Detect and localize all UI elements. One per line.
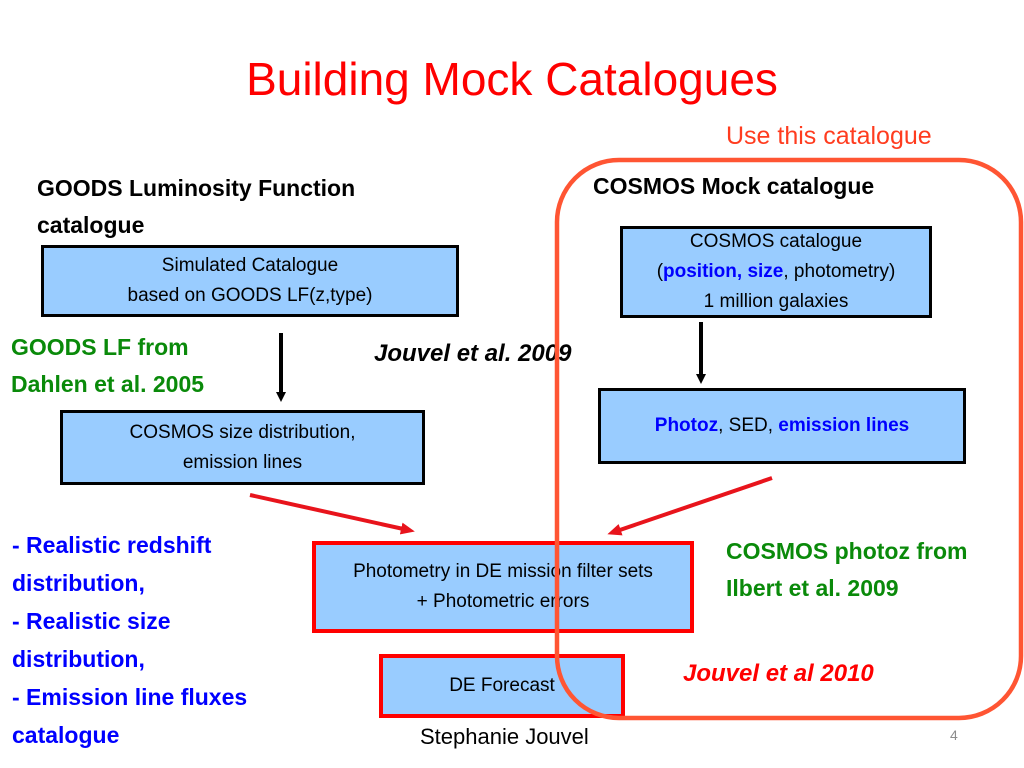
reference-2009: Jouvel et al. 2009 [374,340,572,367]
cosmos-mock-heading: COSMOS Mock catalogue [593,173,875,199]
simulated-catalogue-line1: Simulated Catalogue [161,255,339,276]
photometry-text: , photometry) [783,261,896,282]
cosmos-size-box: COSMOS size distribution, emission lines [60,410,425,485]
photometry-line2: + Photometric errors [416,591,590,612]
arrow-left-to-photometry [249,493,415,535]
goods-lf-note: GOODS LF from Dahlen et al. 2005 [11,329,204,403]
arrow-right-to-photometry [607,476,773,536]
photometry-box: Photometry in DE mission filter sets + P… [312,541,694,633]
emission-lines-highlight: emission lines [778,415,910,436]
goods-heading-line1: GOODS Luminosity Function [37,175,356,201]
goods-lf-note-line1: GOODS LF from [11,334,189,360]
list-item: - Realistic redshift [12,532,212,558]
photoz-sed-line: Photoz, SED, emission lines [655,411,909,441]
goods-heading: GOODS Luminosity Function catalogue [37,170,355,244]
cosmos-catalogue-line1: COSMOS catalogue [689,231,863,252]
photoz-sed-box: Photoz, SED, emission lines [598,388,966,464]
paren-open: ( [656,261,664,282]
cosmos-catalogue-line3: 1 million galaxies [703,291,849,312]
use-this-catalogue-frame [554,157,1024,721]
use-catalogue-note: Use this catalogue [726,122,932,150]
cosmos-size-line1: COSMOS size distribution, [129,421,356,443]
photoz-highlight: Photoz [654,415,719,436]
cosmos-catalogue-box: COSMOS catalogue (position, size, photom… [620,226,932,318]
realism-list: - Realistic redshift distribution, - Rea… [12,526,247,754]
de-forecast-label: DE Forecast [449,675,555,696]
simulated-catalogue-box: Simulated Catalogue based on GOODS LF(z,… [41,245,459,317]
list-item: distribution, [12,646,145,672]
author-name: Stephanie Jouvel [420,724,589,749]
slide-title: Building Mock Catalogues [246,53,778,105]
position-size-highlight: position, size [663,261,784,282]
cosmos-photoz-note: COSMOS photoz from Ilbert et al. 2009 [726,533,967,607]
list-item: - Realistic size [12,608,171,634]
photometry-line1: Photometry in DE mission filter sets [353,561,653,582]
list-item: distribution, [12,570,145,596]
reference-2010: Jouvel et al 2010 [683,660,874,687]
goods-lf-note-line2: Dahlen et al. 2005 [11,371,205,397]
simulated-catalogue-line2: based on GOODS LF(z,type) [127,285,373,306]
sed-text: , SED, [718,415,779,436]
goods-heading-line2: catalogue [37,212,145,238]
cosmos-catalogue-line2: (position, size, photometry) [657,257,896,287]
list-item: - Emission line fluxes [12,684,248,710]
cosmos-photoz-note-line2: Ilbert et al. 2009 [726,575,899,601]
list-item: catalogue [12,722,120,748]
cosmos-size-line2: emission lines [182,451,303,473]
cosmos-photoz-note-line1: COSMOS photoz from [726,538,968,564]
page-number: 4 [950,727,958,743]
